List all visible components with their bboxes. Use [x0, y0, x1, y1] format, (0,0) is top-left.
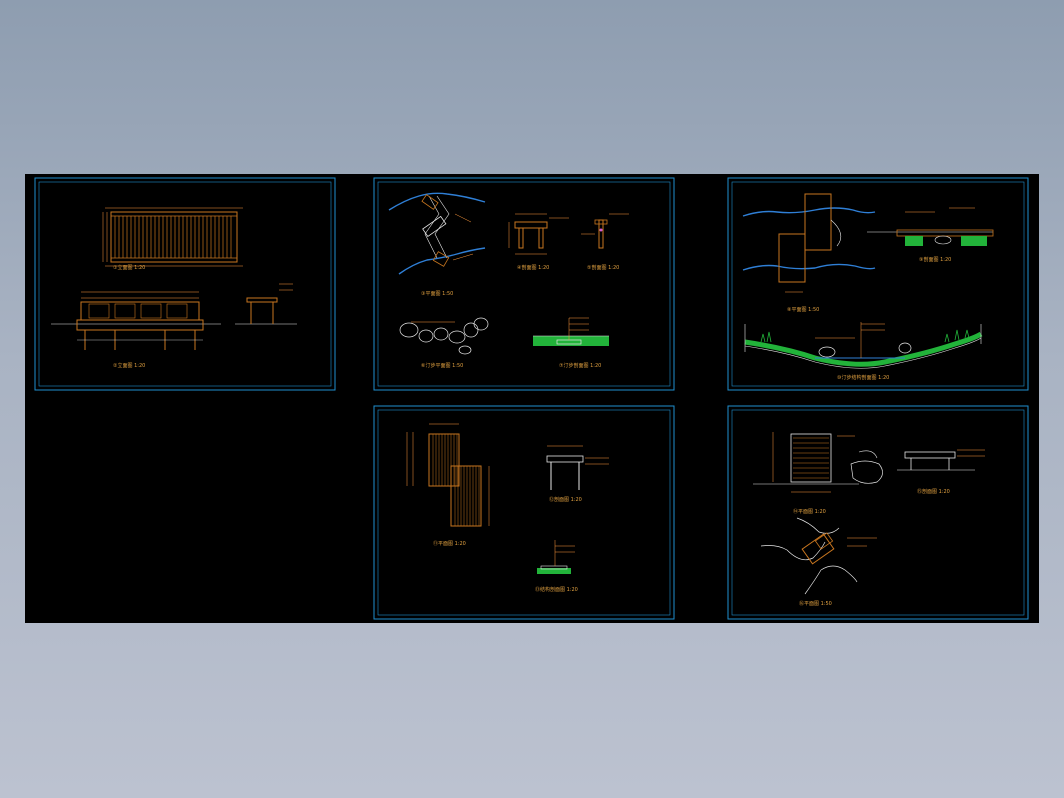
small-bench-section-drawing [235, 283, 297, 325]
log-bridge-plan-drawing [742, 193, 876, 293]
sheet-1-label-2: ②立面图 1:20 [113, 363, 146, 369]
sheet-frame-4 [373, 405, 675, 620]
zigzag-bridge-plan-drawing [760, 517, 877, 595]
bench-section-a-drawing [508, 213, 569, 255]
railing-elevation-drawing [102, 207, 243, 267]
sheet-5-label-1: ⑭平面图 1:20 [793, 509, 826, 515]
bridge-side-elevation-drawing [51, 291, 221, 350]
sheet-frame-5 [727, 405, 1029, 620]
sheet-4-label-2: ⑫剖面图 1:20 [549, 497, 582, 503]
plank-bridge-plan-drawing [406, 423, 490, 527]
stream-bank-section-drawing [744, 322, 983, 369]
stepping-stone-section-drawing [533, 317, 609, 346]
sheet-4-label-3: ⑬结构剖面图 1:20 [535, 587, 578, 593]
sheet-3-label-1: ⑧平面图 1:50 [787, 307, 820, 313]
sheet-frame-1 [34, 177, 336, 391]
bench-section-b-drawing [581, 213, 629, 249]
sheet-1-label-1: ①立面图 1:20 [113, 265, 146, 271]
timber-deck-section-drawing [897, 449, 985, 471]
sheet-2-label-5: ⑦汀步剖面图 1:20 [559, 363, 602, 369]
plank-foundation-section-drawing [537, 540, 575, 574]
sheet-frame-3 [727, 177, 1029, 391]
plank-bridge-section-drawing [546, 445, 609, 490]
sheet-2-label-3: ⑤剖面图 1:20 [587, 265, 620, 271]
sheet-5-label-3: ⑯平面图 1:50 [799, 601, 832, 607]
sheet-4-label-1: ⑪平面图 1:20 [433, 541, 466, 547]
log-bridge-section-drawing [867, 207, 994, 246]
cad-drawing-canvas[interactable] [25, 174, 1039, 623]
sheet-5-label-2: ⑮剖面图 1:20 [917, 489, 950, 495]
sheet-2-label-2: ④剖面图 1:20 [517, 265, 550, 271]
sheet-3-label-3: ⑩汀步结构剖面图 1:20 [837, 375, 890, 381]
sheet-frame-2 [373, 177, 675, 391]
stream-bridge-plan-drawing [388, 192, 486, 275]
sheet-2-label-4: ⑥汀步平面图 1:50 [421, 363, 464, 369]
stepping-stones-plan-drawing [399, 317, 489, 355]
timber-deck-plan-drawing [753, 432, 883, 493]
sheet-3-label-2: ⑨剖面图 1:20 [919, 257, 952, 263]
cad-drawing-viewport[interactable]: ①立面图 1:20 ②立面图 1:20 ③平面图 1:50 ④剖面图 1:20 … [25, 174, 1039, 623]
sheet-2-label-1: ③平面图 1:50 [421, 291, 454, 297]
